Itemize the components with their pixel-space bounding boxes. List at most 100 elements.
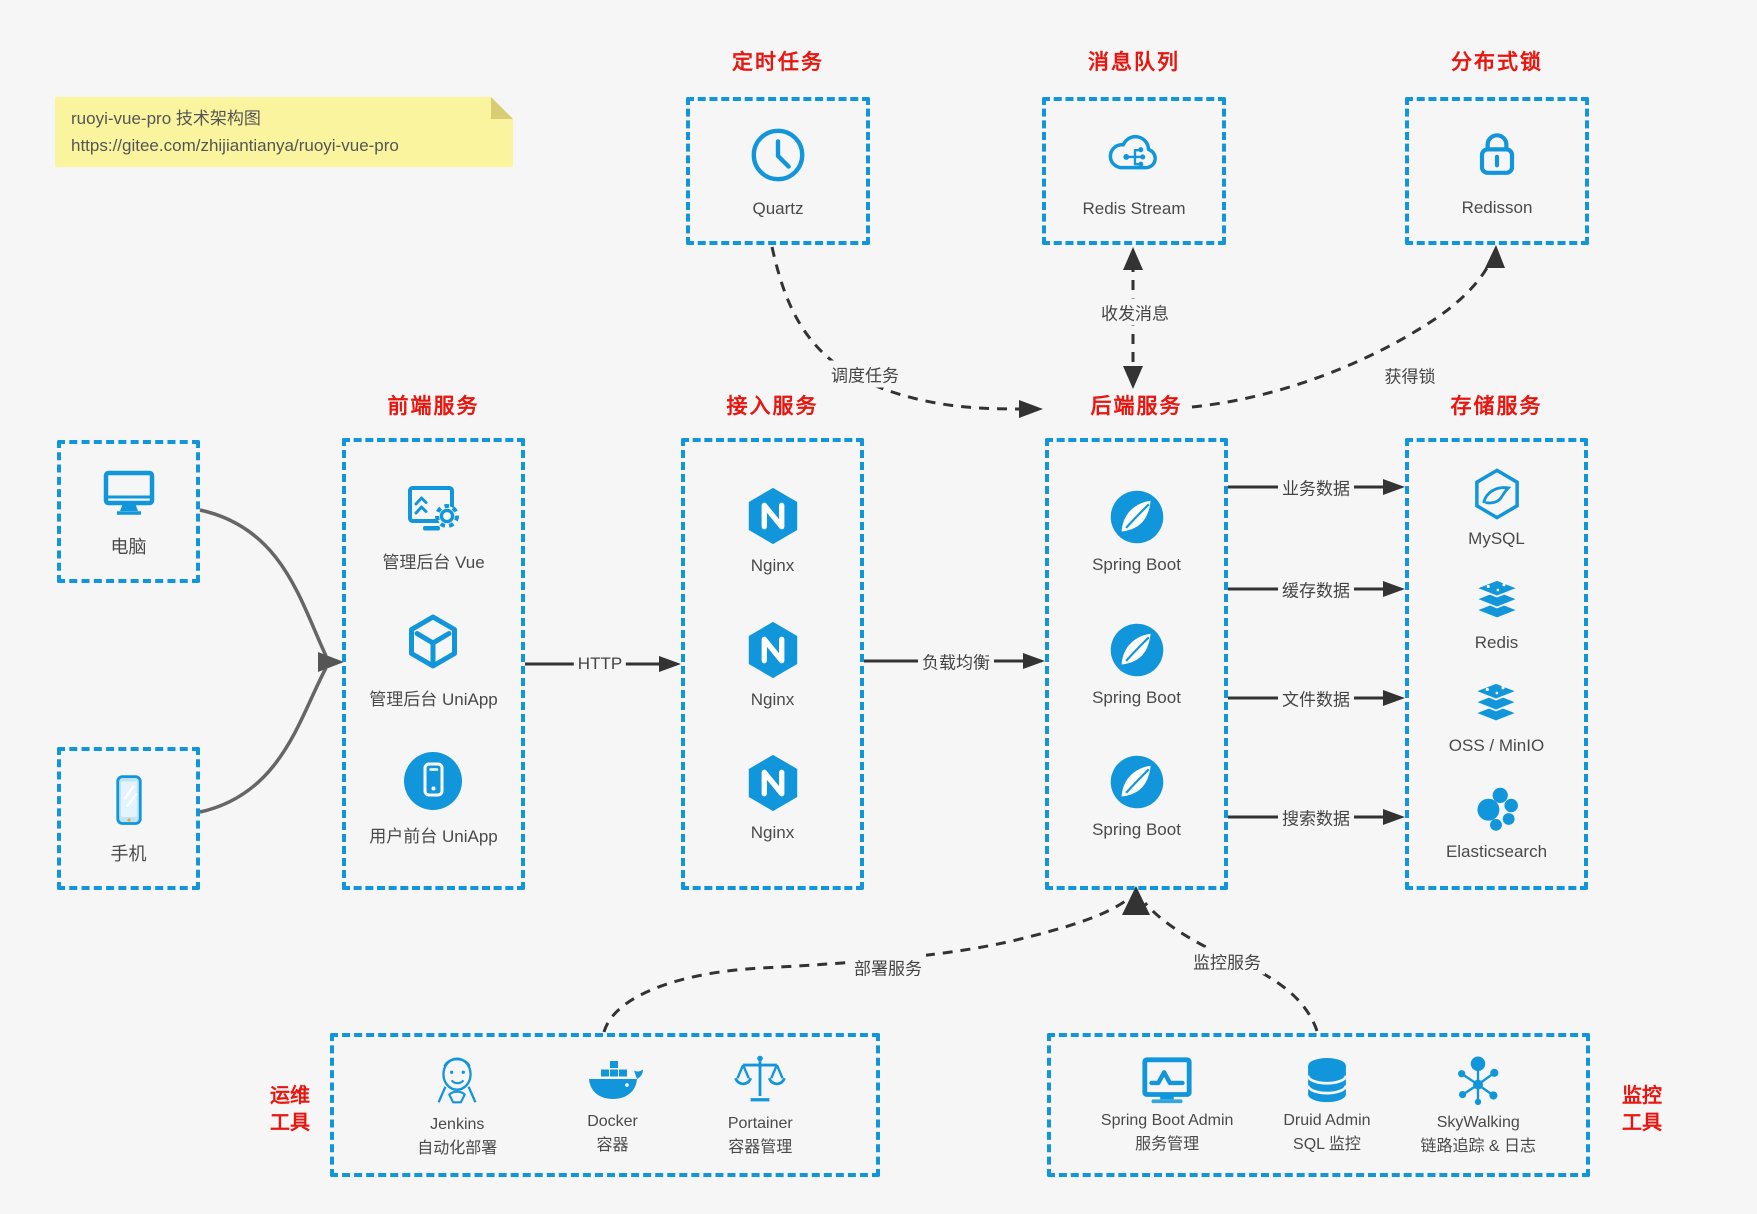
redis-stream-box: Redis Stream bbox=[1042, 97, 1226, 245]
note-url: https://gitee.com/zhijiantianya/ruoyi-vu… bbox=[71, 136, 399, 155]
redis-stream-label: Redis Stream bbox=[1082, 198, 1186, 218]
frontend-item-label: 用户前台 UniApp bbox=[369, 827, 498, 846]
mysql-label: MySQL bbox=[1468, 529, 1525, 549]
storage-item-mysql: MySQL bbox=[1468, 466, 1525, 549]
clock-icon bbox=[747, 124, 809, 186]
edge-label-acquire-lock: 获得锁 bbox=[1380, 361, 1440, 389]
uniapp-cube-icon bbox=[401, 612, 465, 676]
portainer-icon bbox=[730, 1051, 790, 1111]
nginx-label: Nginx bbox=[750, 689, 795, 709]
group-title-storage: 存储服务 bbox=[1450, 395, 1543, 418]
frontend-item-admin-vue: 管理后台 Vue bbox=[382, 481, 485, 573]
edge-client-arrowhead bbox=[318, 652, 344, 672]
edge-label-file-data: 文件数据 bbox=[1278, 684, 1354, 712]
storage-item-elasticsearch: Elasticsearch bbox=[1446, 781, 1547, 862]
redisson-box: Redisson bbox=[1405, 97, 1589, 245]
cloud-stream-icon bbox=[1103, 124, 1165, 186]
springboot-admin-icon bbox=[1136, 1054, 1198, 1108]
backend-item-springboot-3: Spring Boot bbox=[1092, 753, 1181, 840]
skywalking-desc: 链路追踪 & 日志 bbox=[1420, 1138, 1537, 1155]
mobile-label: 手机 bbox=[110, 844, 147, 864]
monitor-title-line1: 监控 bbox=[1622, 1085, 1662, 1107]
ops-title-line1: 运维 bbox=[270, 1085, 310, 1107]
access-item-nginx-3: Nginx bbox=[742, 752, 804, 843]
storage-box: MySQL Redis bbox=[1405, 438, 1588, 890]
backend-item-springboot-2: Spring Boot bbox=[1092, 621, 1181, 708]
docker-name: Docker bbox=[587, 1113, 638, 1130]
frontend-item-label: 管理后台 Vue bbox=[382, 553, 485, 572]
edge-label-deploy-service: 部署服务 bbox=[850, 953, 926, 981]
desktop-client-box: 电脑 bbox=[57, 440, 200, 583]
jenkins-desc: 自动化部署 bbox=[417, 1140, 498, 1157]
ops-item-jenkins: Jenkins 自动化部署 bbox=[417, 1050, 497, 1160]
group-title-frontend: 前端服务 bbox=[387, 395, 480, 418]
group-title-monitor-tools: 监控 工具 bbox=[1604, 1083, 1680, 1137]
springboot-label: Spring Boot bbox=[1092, 820, 1181, 840]
frontend-box: 管理后台 Vue 管理后台 UniApp 用户前台 UniApp bbox=[342, 438, 525, 890]
access-item-nginx-2: Nginx bbox=[742, 619, 804, 710]
edge-desktop-to-frontend bbox=[199, 508, 328, 657]
storage-item-oss-minio: OSS / MinIO bbox=[1449, 677, 1544, 756]
monitor-tools-box: Spring Boot Admin 服务管理 Druid Admin SQL 监… bbox=[1047, 1033, 1590, 1177]
docker-desc: 容器 bbox=[596, 1137, 629, 1154]
edge-label-send-receive-message: 收发消息 bbox=[1097, 298, 1173, 326]
sticky-note: ruoyi-vue-pro 技术架构图 https://gitee.com/zh… bbox=[55, 97, 513, 167]
desktop-label: 电脑 bbox=[110, 537, 147, 557]
spring-icon bbox=[1108, 753, 1166, 811]
mysql-icon bbox=[1469, 466, 1525, 522]
portainer-name: Portainer bbox=[727, 1115, 793, 1132]
storage-item-redis: Redis bbox=[1469, 574, 1525, 653]
oss-minio-label: OSS / MinIO bbox=[1448, 736, 1545, 756]
edge-label-http: HTTP bbox=[573, 653, 627, 675]
edge-label-business-data: 业务数据 bbox=[1278, 473, 1354, 501]
access-item-nginx-1: Nginx bbox=[742, 485, 804, 576]
note-title: ruoyi-vue-pro 技术架构图 bbox=[71, 109, 261, 128]
backend-item-springboot-1: Spring Boot bbox=[1092, 488, 1181, 575]
springboot-label: Spring Boot bbox=[1092, 687, 1181, 707]
mobile-icon bbox=[99, 771, 159, 831]
ops-title-line2: 工具 bbox=[270, 1112, 310, 1134]
redis-label: Redis bbox=[1474, 632, 1519, 652]
springboot-label: Spring Boot bbox=[1092, 554, 1181, 574]
frontend-item-user-uniapp: 用户前台 UniApp bbox=[369, 749, 498, 847]
elasticsearch-icon bbox=[1469, 781, 1523, 835]
monitor-item-springboot-admin: Spring Boot Admin 服务管理 bbox=[1100, 1054, 1234, 1156]
group-title-ops-tools: 运维 工具 bbox=[252, 1083, 328, 1137]
druid-name: Druid Admin bbox=[1283, 1112, 1371, 1129]
docker-icon bbox=[581, 1053, 645, 1109]
nginx-label: Nginx bbox=[750, 555, 795, 575]
mobile-client-box: 手机 bbox=[57, 747, 200, 890]
monitor-title-line2: 工具 bbox=[1622, 1112, 1662, 1134]
group-title-access: 接入服务 bbox=[726, 395, 819, 418]
jenkins-icon bbox=[426, 1050, 488, 1112]
jenkins-name: Jenkins bbox=[430, 1116, 485, 1133]
edge-label-search-data: 搜索数据 bbox=[1278, 803, 1354, 831]
monitor-item-skywalking: SkyWalking 链路追踪 & 日志 bbox=[1420, 1052, 1536, 1158]
spring-icon bbox=[1108, 621, 1166, 679]
springboot-admin-name: Spring Boot Admin bbox=[1100, 1112, 1234, 1129]
elasticsearch-label: Elasticsearch bbox=[1445, 841, 1548, 861]
edge-label-schedule-task: 调度任务 bbox=[827, 360, 903, 388]
access-box: Nginx Nginx Nginx bbox=[681, 438, 864, 890]
group-title-message-queue: 消息队列 bbox=[1088, 51, 1180, 74]
edge-monitor-service bbox=[1143, 902, 1319, 1032]
user-app-icon bbox=[401, 749, 465, 813]
quartz-box: Quartz bbox=[686, 97, 870, 245]
frontend-item-label: 管理后台 UniApp bbox=[369, 690, 498, 709]
ops-item-portainer: Portainer 容器管理 bbox=[728, 1051, 793, 1159]
edge-acquire-lock bbox=[1191, 254, 1495, 409]
nginx-label: Nginx bbox=[750, 823, 795, 843]
nginx-icon bbox=[742, 752, 804, 814]
edge-label-monitor-service: 监控服务 bbox=[1189, 947, 1265, 975]
oss-icon bbox=[1468, 677, 1524, 729]
nginx-icon bbox=[742, 485, 804, 547]
group-title-backend: 后端服务 bbox=[1090, 395, 1183, 418]
edge-mobile-to-frontend bbox=[199, 667, 328, 814]
druid-desc: SQL 监控 bbox=[1293, 1136, 1361, 1153]
ops-item-docker: Docker 容器 bbox=[581, 1053, 645, 1157]
edge-label-load-balance: 负载均衡 bbox=[918, 647, 994, 675]
druid-icon bbox=[1298, 1054, 1356, 1108]
quartz-label: Quartz bbox=[752, 198, 804, 218]
edge-label-cache-data: 缓存数据 bbox=[1278, 575, 1354, 603]
